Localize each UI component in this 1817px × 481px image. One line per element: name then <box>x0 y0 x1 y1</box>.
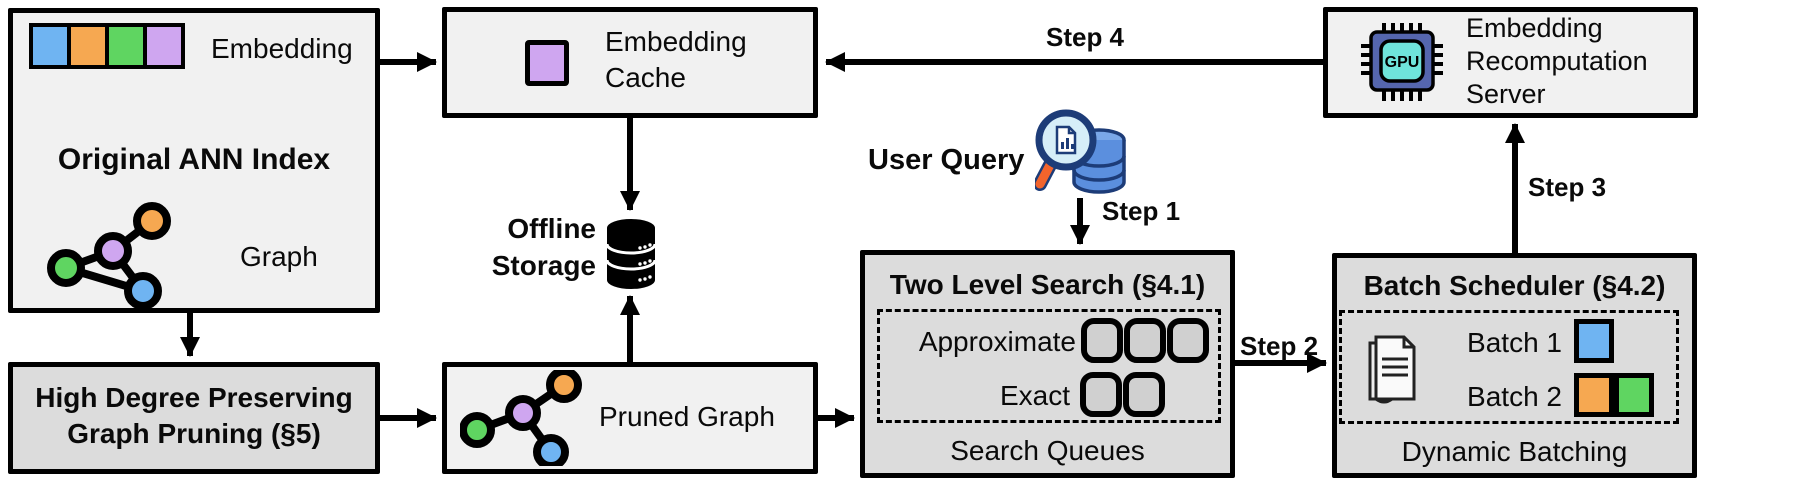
batch1-label: Batch 1 <box>1467 327 1562 358</box>
graph-icon <box>47 202 171 310</box>
recomputation-server-box: GPU Embedding Recomputation Server <box>1323 7 1698 118</box>
embedding-cache-box: Embedding Cache <box>442 7 818 118</box>
approximate-queue-slot <box>1167 318 1209 363</box>
approximate-queue-slot <box>1081 318 1123 363</box>
graph-pruning-title: High Degree Preserving Graph Pruning (§5… <box>35 382 353 449</box>
dynamic-batching-panel: Batch 1 Batch 2 <box>1339 310 1679 424</box>
search-queues-caption: Search Queues <box>950 435 1145 466</box>
user-query-label: User Query <box>868 144 1025 176</box>
step2-label: Step 2 <box>1240 331 1319 361</box>
search-queues-panel: Approximate Exact <box>877 309 1221 423</box>
approximate-label: Approximate <box>918 326 1076 357</box>
batch2-item-green <box>1614 373 1654 417</box>
embedding-label: Embedding <box>211 33 353 64</box>
exact-label: Exact <box>999 380 1070 411</box>
recomputation-server-label: Embedding Recomputation Server <box>1466 13 1648 109</box>
gpu-text: GPU <box>1385 54 1420 71</box>
original-ann-index-box: Embedding Original ANN Index Graph <box>8 8 380 313</box>
batch2-label: Batch 2 <box>1467 381 1562 412</box>
offline-storage-label: Offline Storage <box>491 213 596 281</box>
embedding-cell-orange <box>71 27 105 65</box>
exact-queue-slot <box>1123 372 1165 417</box>
batch1-item-blue <box>1574 319 1614 363</box>
pruned-graph-label: Pruned Graph <box>599 401 775 432</box>
exact-queue-slot <box>1080 372 1122 417</box>
step4-label: Step 4 <box>1045 22 1125 52</box>
step3-label: Step 3 <box>1528 172 1607 202</box>
graph-label: Graph <box>240 241 318 272</box>
two-level-search-box: Two Level Search (§4.1) Approximate Exac… <box>860 250 1235 478</box>
offline-storage-database-icon <box>605 219 657 289</box>
user-query-icon <box>1035 109 1126 194</box>
dynamic-batching-caption: Dynamic Batching <box>1401 436 1628 467</box>
graph-pruning-box: High Degree Preserving Graph Pruning (§5… <box>8 362 380 474</box>
original-ann-index-title: Original ANN Index <box>57 143 331 176</box>
approximate-queue-slot <box>1124 318 1166 363</box>
embedding-cell-blue <box>33 27 67 65</box>
two-level-search-title: Two Level Search (§4.1) <box>889 269 1206 300</box>
batch-scheduler-box: Batch Scheduler (§4.2) Batch 1 Batch 2 D… <box>1332 253 1697 478</box>
embedding-cell-purple <box>147 27 181 65</box>
query-documents-icon <box>1368 335 1416 404</box>
cached-embedding-icon <box>525 40 569 86</box>
pruned-graph-box: Pruned Graph <box>442 362 818 474</box>
pruned-graph-icon <box>460 370 582 466</box>
gpu-icon: GPU <box>1361 23 1443 101</box>
embedding-vector-icon <box>29 23 185 69</box>
batch2-item-orange <box>1574 373 1614 417</box>
batch-scheduler-title: Batch Scheduler (§4.2) <box>1363 270 1666 301</box>
embedding-cell-green <box>109 27 143 65</box>
embedding-cache-label: Embedding Cache <box>605 26 747 93</box>
step1-label: Step 1 <box>1102 196 1181 226</box>
